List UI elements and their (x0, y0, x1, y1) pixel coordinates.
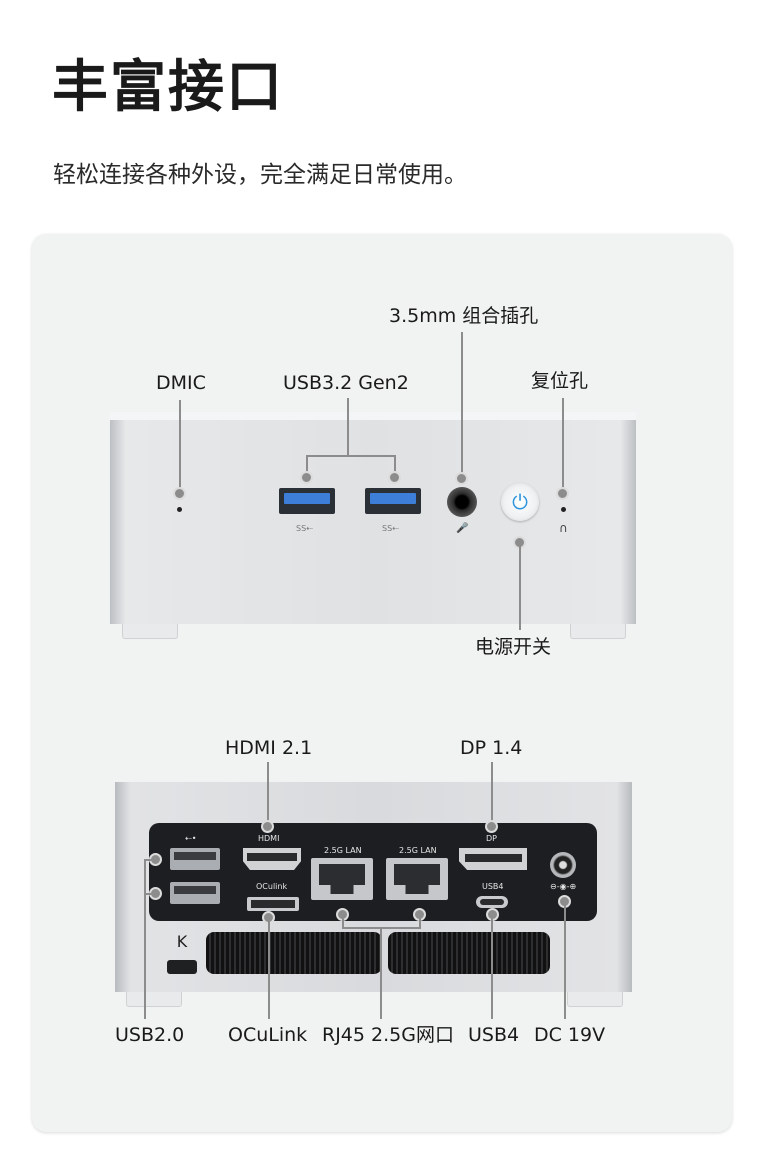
dp-port (459, 848, 527, 870)
leader-combo-jack (461, 332, 463, 475)
rj45-port-2 (386, 858, 448, 900)
dot-dmic (173, 487, 186, 500)
leader-usb32-stem (347, 398, 349, 455)
dot-dp (485, 820, 498, 833)
usb-symbol-text: ⇠• (185, 834, 197, 843)
label-reset: 复位孔 (531, 370, 589, 392)
usb20-port-2 (170, 882, 220, 904)
mic-icon: 🎤 (456, 523, 469, 534)
page-title: 丰富接口 (52, 55, 284, 120)
page-subtitle: 轻松连接各种外设，完全满足日常使用。 (53, 162, 467, 188)
rj45-port-1 (311, 858, 373, 900)
dc-jack (550, 852, 576, 878)
dot-combo-jack (455, 472, 468, 485)
front-foot-right (570, 624, 626, 639)
leader-dp (491, 762, 493, 826)
usb20-port-1 (170, 848, 220, 870)
lan1-text: 2.5G LAN (324, 846, 362, 855)
leader-oculink (268, 918, 270, 1019)
headphone-icon: ∩ (559, 521, 568, 535)
front-foot-left (122, 624, 178, 639)
label-hdmi: HDMI 2.1 (225, 737, 313, 759)
label-usb4: USB4 (468, 1024, 520, 1046)
usb32-port-2 (365, 488, 421, 514)
power-button[interactable]: ⏻ (501, 483, 539, 521)
oculink-text: OCulink (256, 882, 288, 891)
lock-icon: K (176, 932, 188, 951)
ss-usb-icon: SS⇠ (382, 524, 399, 533)
vent-right (388, 932, 550, 974)
hdmi-logo-text: HDMI (258, 834, 280, 843)
dmic-hole (177, 507, 182, 512)
usb32-port-1 (279, 488, 335, 514)
dot-usb32-1 (300, 471, 313, 484)
label-usb20: USB2.0 (115, 1024, 185, 1046)
leader-dc (564, 902, 566, 1019)
label-dc: DC 19V (534, 1024, 606, 1046)
dc-polarity-text: ⊖-◉-⊕ (550, 882, 577, 891)
leader-usb20-tick2 (144, 893, 154, 895)
usb4-text: USB4 (482, 882, 504, 891)
front-device (110, 412, 636, 624)
label-usb32: USB3.2 Gen2 (283, 372, 409, 394)
leader-rj45-right (419, 914, 421, 928)
label-combo-jack: 3.5mm 组合插孔 (389, 305, 539, 327)
ss-usb-icon: SS⇠ (296, 524, 313, 533)
reset-hole (561, 507, 566, 512)
kensington-slot (167, 960, 197, 974)
front-top-edge (110, 412, 636, 420)
dot-hdmi (261, 820, 274, 833)
leader-usb4 (491, 915, 493, 1019)
vent-left (206, 932, 382, 974)
leader-usb20 (144, 859, 146, 1019)
leader-usb32-bar (306, 455, 396, 457)
leader-dmic (179, 400, 181, 489)
audio-jack (447, 487, 477, 517)
hdmi-port (243, 848, 301, 870)
lan2-text: 2.5G LAN (399, 846, 437, 855)
rear-foot-left (126, 992, 182, 1007)
label-power: 电源开关 (475, 636, 552, 658)
leader-hdmi (267, 762, 269, 826)
dp-text: DP (486, 834, 497, 843)
label-oculink: OCuLink (228, 1024, 308, 1046)
leader-rj45-left (342, 914, 344, 928)
leader-reset (562, 398, 564, 489)
leader-rj45 (380, 927, 382, 1019)
rear-foot-right (567, 992, 623, 1007)
leader-usb32-left (306, 455, 308, 473)
label-dp: DP 1.4 (460, 737, 523, 759)
leader-usb32-right (394, 455, 396, 473)
dot-reset (556, 487, 569, 500)
leader-usb20-tick1 (144, 859, 154, 861)
label-dmic: DMIC (156, 372, 206, 394)
leader-power (519, 546, 521, 630)
usb4-port (476, 896, 508, 908)
dot-usb32-2 (388, 471, 401, 484)
label-rj45: RJ45 2.5G网口 (322, 1024, 454, 1046)
rear-io-panel (149, 823, 597, 921)
oculink-port (247, 897, 299, 911)
power-icon: ⏻ (512, 490, 528, 514)
